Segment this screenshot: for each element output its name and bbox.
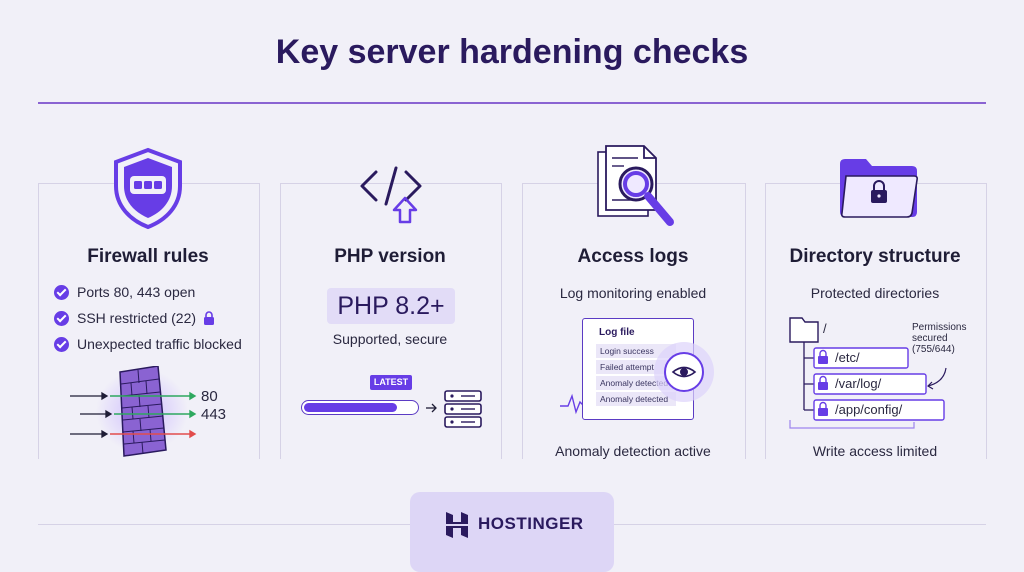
check-item: Unexpected traffic blocked	[54, 336, 242, 352]
checkmark-icon	[54, 311, 69, 326]
lock-icon	[203, 311, 215, 328]
permissions-note: Permissions secured (755/644)	[912, 322, 967, 355]
log-entry: Login success	[596, 344, 676, 358]
hostinger-logo-icon	[445, 511, 469, 544]
check-item: SSH restricted (22)	[54, 310, 215, 328]
locked-folder-icon	[838, 156, 920, 225]
directory-subtitle: Protected directories	[810, 285, 940, 301]
panel-heading: Firewall rules	[87, 246, 209, 267]
latest-tag: LATEST	[370, 375, 412, 390]
logs-footer: Anomaly detection active	[555, 443, 711, 459]
dir-label: /app/config/	[835, 402, 903, 417]
checkmark-icon	[54, 285, 69, 300]
php-subtitle: Supported, secure	[332, 331, 448, 347]
root-dir-label: /	[823, 321, 827, 336]
version-progress-bar	[301, 400, 419, 415]
page-title: Key server hardening checks	[275, 33, 749, 71]
arrow-right-icon	[425, 401, 439, 419]
checkmark-icon	[54, 337, 69, 352]
dir-label: /var/log/	[835, 376, 882, 391]
check-item: Ports 80, 443 open	[54, 284, 195, 300]
directory-footer: Write access limited	[812, 443, 938, 459]
log-entry: Anomaly detected	[596, 392, 676, 406]
port-label: 443	[201, 406, 227, 423]
log-file-title: Log file	[599, 327, 635, 338]
directory-tree-diagram	[786, 312, 986, 441]
shield-icon	[110, 146, 186, 235]
server-icon	[443, 389, 483, 434]
panel-heading: PHP version	[334, 246, 446, 267]
panel-heading: Access logs	[577, 246, 689, 267]
document-search-icon	[594, 144, 680, 235]
eye-icon	[654, 340, 718, 409]
brand-name: HOSTINGER	[478, 514, 584, 533]
version-badge: PHP 8.2+	[327, 288, 455, 324]
port-label: 80	[201, 388, 218, 405]
panel-heading: Directory structure	[789, 246, 961, 267]
logs-subtitle: Log monitoring enabled	[559, 285, 707, 301]
title-divider	[38, 102, 986, 104]
firewall-wall-icon	[66, 365, 206, 463]
version-progress-fill	[304, 403, 397, 412]
code-upgrade-icon	[356, 158, 426, 233]
dir-label: /etc/	[835, 350, 860, 365]
